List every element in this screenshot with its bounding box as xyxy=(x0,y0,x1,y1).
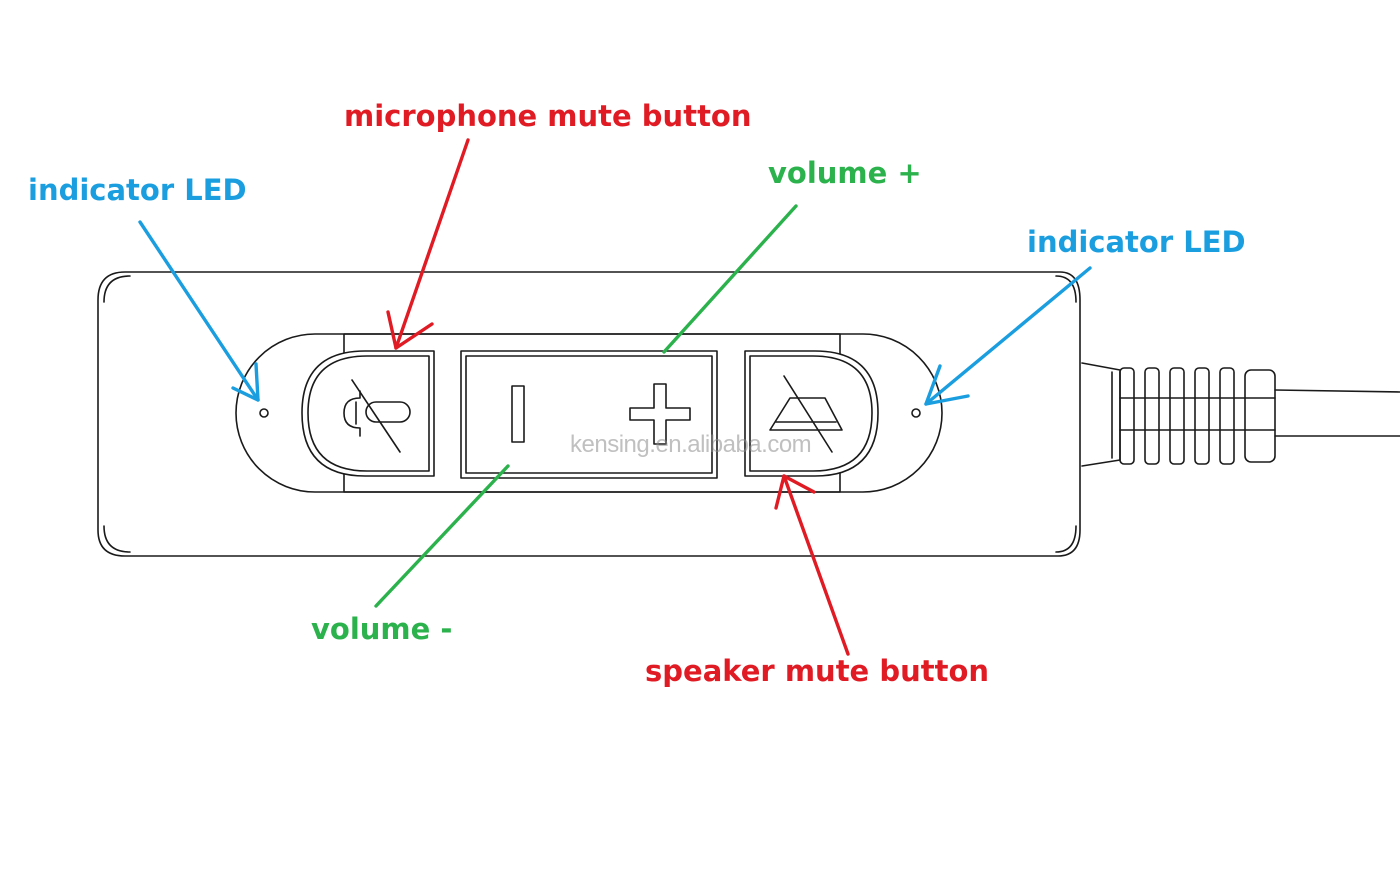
plus-icon xyxy=(629,383,691,445)
arrow-led-right xyxy=(924,266,1092,406)
arrow-volume-minus xyxy=(374,464,510,608)
minus-icon xyxy=(511,385,525,443)
label-volume-plus: volume + xyxy=(768,156,922,190)
volume-plus-button[interactable] xyxy=(629,383,691,445)
microphone-muted-icon xyxy=(343,379,411,453)
volume-minus-button[interactable] xyxy=(511,385,525,443)
label-microphone-mute-button: microphone mute button xyxy=(344,99,752,133)
label-speaker-mute-button: speaker mute button xyxy=(645,654,990,688)
arrow-volume-plus xyxy=(662,204,798,354)
cable-strain-relief xyxy=(1081,362,1276,467)
speaker-muted-icon xyxy=(769,375,843,453)
speaker-mute-button[interactable] xyxy=(744,350,879,477)
label-indicator-led-left: indicator LED xyxy=(28,173,247,207)
microphone-mute-button[interactable] xyxy=(301,350,435,477)
cable xyxy=(1274,389,1400,437)
indicator-led-right xyxy=(911,408,921,418)
arrow-speaker-mute xyxy=(774,474,850,656)
arrow-led-left xyxy=(138,220,260,402)
volume-rocker[interactable] xyxy=(460,350,718,479)
label-volume-minus: volume - xyxy=(311,612,453,646)
arrow-mic-mute xyxy=(386,138,470,350)
indicator-led-left xyxy=(259,408,269,418)
label-indicator-led-right: indicator LED xyxy=(1027,225,1246,259)
watermark: kensing.en.alibaba.com xyxy=(570,431,812,458)
